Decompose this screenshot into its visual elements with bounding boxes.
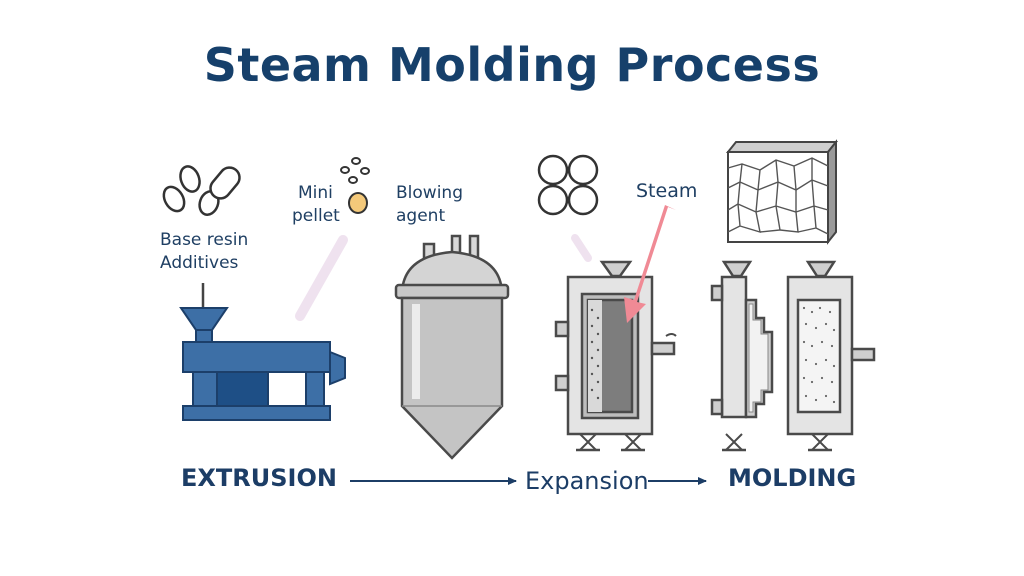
closed-mold-icon <box>786 260 876 452</box>
page-title: Steam Molding Process <box>203 38 821 92</box>
resin-pellets-icon <box>162 165 241 216</box>
foam-block-icon <box>725 139 839 245</box>
base-resin-label: Base resin <box>160 230 249 250</box>
steam-label: Steam <box>636 180 698 202</box>
pressure-vessel-icon <box>394 234 510 460</box>
extrusion-stage-label: EXTRUSION <box>181 464 337 492</box>
pellet-label: pellet <box>292 206 340 226</box>
expansion-stage-label: Expansion <box>525 467 649 495</box>
mini-pellets-icon <box>340 157 370 214</box>
molding-stage-label: MOLDING <box>728 464 857 492</box>
faint-flow-arrow-2 <box>571 234 592 262</box>
extruder-icon <box>179 283 346 421</box>
faint-flow-arrow <box>295 235 348 321</box>
agent-label: agent <box>396 206 446 226</box>
additives-label: Additives <box>160 253 239 273</box>
blowing-label: Blowing <box>396 183 463 203</box>
expansion-chamber-icon <box>554 260 677 452</box>
mini-label: Mini <box>298 183 333 203</box>
steam-arrow-icon <box>624 205 676 323</box>
expanded-beads-icon <box>537 154 599 216</box>
open-mold-icon <box>710 260 774 452</box>
